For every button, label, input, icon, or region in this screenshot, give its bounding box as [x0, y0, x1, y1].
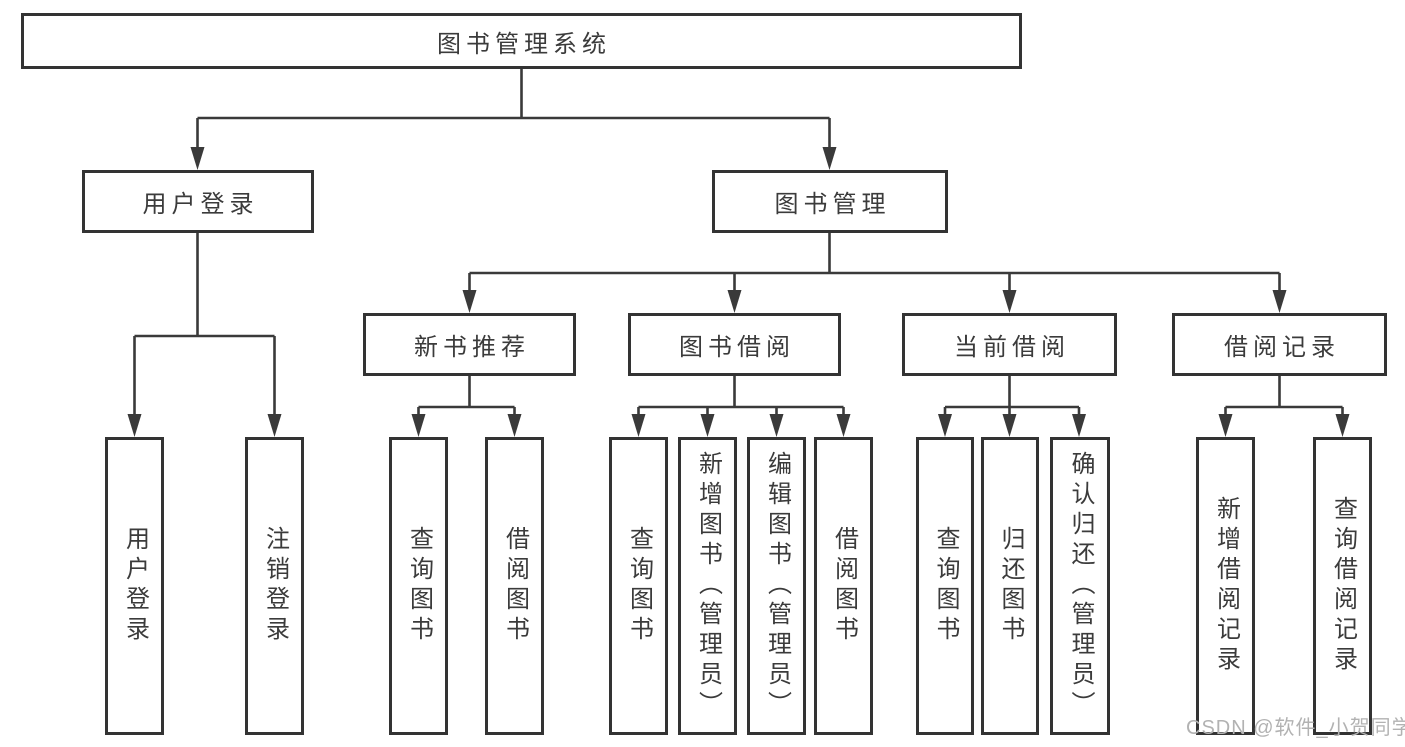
leaf-edit-book-admin: 编辑图书（管理员）	[747, 437, 806, 735]
leaf-add-book-admin: 新增图书（管理员）	[678, 437, 737, 735]
leaf-confirm-return-admin: 确认归还（管理员）	[1050, 437, 1110, 735]
connector-arrowheads	[127, 147, 1350, 437]
node-new-book-recommend: 新书推荐	[363, 313, 576, 376]
node-current-borrow: 当前借阅	[902, 313, 1117, 376]
node-user-login: 用户登录	[82, 170, 314, 233]
leaf-logout-login: 注销登录	[245, 437, 304, 735]
node-library-management-system: 图书管理系统	[21, 13, 1022, 69]
node-borrow-records: 借阅记录	[1172, 313, 1387, 376]
leaf-borrow-books-recommend: 借阅图书	[485, 437, 544, 735]
csdn-watermark: CSDN @软件_小贺同学	[1186, 717, 1405, 739]
leaf-borrow-books: 借阅图书	[814, 437, 873, 735]
node-book-borrow: 图书借阅	[628, 313, 841, 376]
connector-lines	[133, 69, 1344, 418]
node-book-management: 图书管理	[712, 170, 948, 233]
leaf-return-books: 归还图书	[981, 437, 1039, 735]
leaf-query-books-recommend: 查询图书	[389, 437, 448, 735]
leaf-query-borrow-record: 查询借阅记录	[1313, 437, 1372, 735]
leaf-query-books-current: 查询图书	[916, 437, 974, 735]
leaf-add-borrow-record: 新增借阅记录	[1196, 437, 1255, 735]
leaf-query-books-borrow: 查询图书	[609, 437, 668, 735]
leaf-user-login: 用户登录	[105, 437, 164, 735]
